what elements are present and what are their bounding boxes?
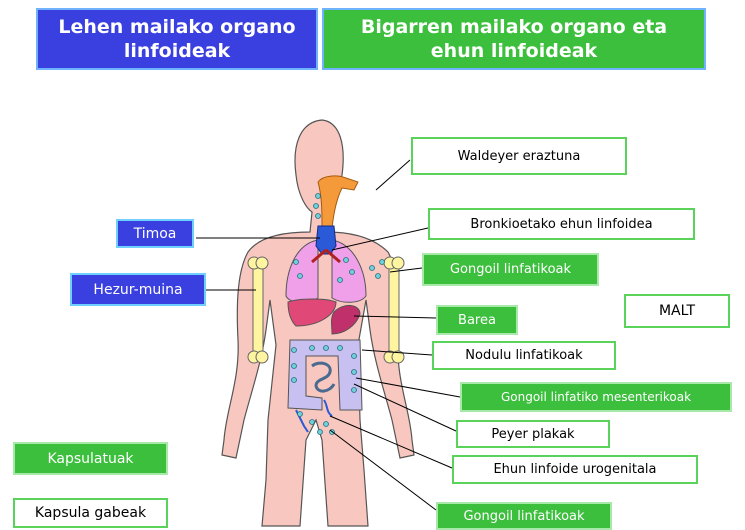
legend-kapsula-gabeak: Kapsula gabeak [13,498,168,528]
label-timoa-text: Timoa [134,227,177,241]
body-silhouette [222,120,414,526]
label-malt-text: MALT [659,304,695,318]
label-barea-text: Barea [458,314,496,327]
label-waldeyer: Waldeyer eraztuna [411,137,627,175]
label-timoa: Timoa [116,219,194,248]
label-peyer: Peyer plakak [456,420,610,448]
label-mesenterikoak: Gongoil linfatiko mesenterikoak [460,382,732,412]
label-bronkio-text: Bronkioetako ehun linfoidea [470,218,652,231]
label-peyer-text: Peyer plakak [491,428,574,441]
label-gongoil-linfatikoak-1-text: Gongoil linfatikoak [450,263,571,276]
label-gongoil-linfatikoak-2-text: Gongoil linfatikoak [463,510,584,523]
label-waldeyer-text: Waldeyer eraztuna [458,150,581,163]
label-urogenitala-text: Ehun linfoide urogenitala [493,463,656,476]
label-nodulu-text: Nodulu linfatikoak [465,349,582,362]
legend-kapsulatuak: Kapsulatuak [13,442,168,475]
label-hezur-muina: Hezur-muina [70,273,206,306]
legend-kapsula-gabeak-text: Kapsula gabeak [35,506,146,520]
label-mesenterikoak-text: Gongoil linfatiko mesenterikoak [501,391,691,403]
throat-passage [318,176,358,228]
label-barea: Barea [436,305,518,335]
label-gongoil-linfatikoak-2: Gongoil linfatikoak [436,502,612,530]
label-urogenitala: Ehun linfoide urogenitala [452,455,698,484]
legend-kapsulatuak-text: Kapsulatuak [47,452,133,466]
label-bronkio: Bronkioetako ehun linfoidea [428,208,695,240]
label-hezur-muina-text: Hezur-muina [93,283,182,297]
label-nodulu: Nodulu linfatikoak [432,341,616,370]
label-gongoil-linfatikoak-1: Gongoil linfatikoak [422,253,599,286]
label-malt: MALT [624,294,730,328]
